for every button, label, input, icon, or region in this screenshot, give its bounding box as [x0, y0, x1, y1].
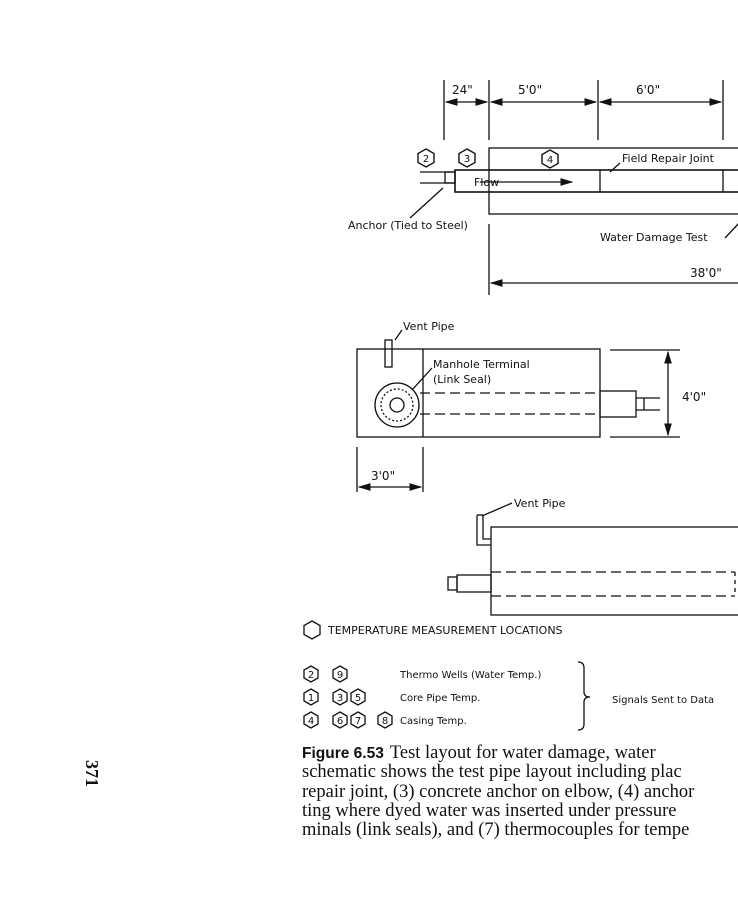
svg-text:5: 5 [355, 693, 361, 704]
legend-hex-icon [303, 620, 321, 640]
dim-24in: 24" [452, 83, 473, 97]
hex-marker-3: 3 [458, 148, 476, 168]
legend-title: TEMPERATURE MEASUREMENT LOCATIONS [327, 624, 563, 637]
svg-text:1: 1 [308, 693, 314, 704]
figure-number: Figure 6.53 [302, 745, 384, 762]
link-seal-label: (Link Seal) [433, 373, 491, 386]
svg-text:Thermo Wells (Water Temp.): Thermo Wells (Water Temp.) [399, 670, 541, 681]
brace-icon [577, 661, 591, 731]
svg-text:Casing Temp.: Casing Temp. [400, 716, 467, 727]
caption-line: minals (link seals), and (7) thermocoupl… [302, 820, 690, 841]
legend-row-casing: 4 6 7 8 Casing Temp. [303, 711, 467, 729]
svg-text:4: 4 [308, 716, 314, 727]
dim-38ft: 38'0" [690, 266, 722, 280]
legend-row-thermo-wells: 2 9 Thermo Wells (Water Temp.) [303, 665, 541, 683]
signals-label: Signals Sent to Data [612, 695, 714, 706]
svg-text:8: 8 [382, 716, 388, 727]
top-dimension-lines [443, 80, 724, 140]
svg-text:3: 3 [464, 154, 470, 165]
svg-text:3: 3 [337, 693, 343, 704]
side-view [447, 502, 738, 616]
svg-text:9: 9 [337, 670, 343, 681]
dim-4ft: 4'0" [682, 390, 706, 404]
hex-marker-2: 2 [417, 148, 435, 168]
water-damage-test-label: Water Damage Test [600, 231, 708, 244]
svg-text:Core Pipe Temp.: Core Pipe Temp. [400, 693, 480, 704]
svg-text:4: 4 [547, 155, 553, 166]
top-view-pipe [409, 147, 738, 295]
svg-text:6: 6 [337, 716, 343, 727]
anchor-label: Anchor (Tied to Steel) [348, 219, 468, 232]
dim-6ft: 6'0" [636, 83, 660, 97]
dim-5ft: 5'0" [518, 83, 542, 97]
caption-line: repair joint, (3) concrete anchor on elb… [302, 781, 695, 802]
svg-text:2: 2 [308, 670, 314, 681]
field-repair-joint-label: Field Repair Joint [622, 152, 715, 165]
side-vent-pipe-label: Vent Pipe [514, 497, 566, 510]
page-number: 371 [82, 760, 102, 787]
caption-line: schematic shows the test pipe layout inc… [302, 762, 682, 783]
manhole-terminal-label: Manhole Terminal [433, 358, 530, 371]
dim-3ft: 3'0" [371, 469, 395, 483]
svg-text:2: 2 [423, 154, 429, 165]
vent-pipe-label: Vent Pipe [403, 320, 455, 333]
svg-text:7: 7 [355, 716, 361, 727]
manhole-view [356, 329, 680, 492]
hex-marker-4: 4 [541, 149, 559, 169]
caption-line: ting where dyed water was inserted under… [302, 800, 677, 821]
legend-row-core-pipe: 1 3 5 Core Pipe Temp. [303, 688, 480, 706]
flow-label: Flow [474, 176, 499, 189]
